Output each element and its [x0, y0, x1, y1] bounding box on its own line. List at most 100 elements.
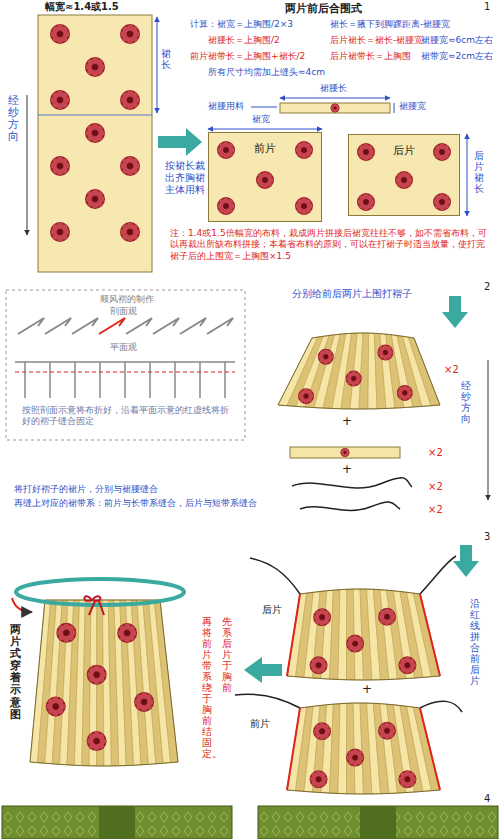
step-arrow	[453, 545, 479, 577]
pattern-mark	[260, 812, 268, 836]
pattern-mark	[52, 812, 60, 836]
flower-motif	[378, 722, 396, 740]
text-label: 裙腰长＝上胸围/2	[208, 35, 280, 46]
flower-motif	[397, 385, 413, 401]
flower-petal	[98, 734, 104, 740]
fold-section	[72, 318, 98, 334]
pattern-mark	[220, 812, 228, 836]
pleat-stripe	[413, 593, 440, 677]
flower-center	[301, 147, 306, 152]
flower-petal	[327, 351, 332, 356]
vertical-label: 裙长	[161, 48, 171, 70]
tie-strap	[420, 556, 456, 594]
flower-motif	[134, 692, 154, 712]
diagram-title: 两片前后合围式	[285, 2, 362, 16]
flower-center	[352, 755, 357, 760]
garment-preview	[2, 806, 232, 839]
text-label: 按照剖面示意将布折好，沿着平面示意的红虚线将折好的褶子缝合固定	[22, 405, 237, 428]
text-label: 裙腰宽	[399, 101, 426, 112]
pattern-mark	[284, 812, 292, 836]
waistband-piece	[280, 103, 390, 113]
flower-motif	[310, 656, 328, 674]
pattern-mark	[332, 812, 340, 836]
flower-petal	[409, 659, 414, 664]
pleat-stripe	[154, 600, 178, 763]
flower-center	[319, 615, 324, 620]
flower-petal	[443, 145, 448, 150]
flower-center	[57, 163, 63, 169]
flower-motif	[50, 24, 70, 44]
flower-center	[92, 196, 98, 202]
fold-line	[24, 362, 26, 398]
dashed-box	[6, 290, 245, 440]
flower-motif	[50, 90, 70, 110]
fold-line	[99, 362, 101, 398]
flower-motif	[217, 141, 235, 159]
pattern-mark	[404, 812, 412, 836]
skirt-outline	[287, 703, 440, 794]
flower-petal	[96, 60, 102, 66]
flower-motif	[117, 623, 137, 643]
text-label: 前片	[250, 718, 270, 731]
flower-motif	[50, 156, 70, 176]
text-label: 裙腰长	[320, 83, 347, 94]
flower-center	[141, 699, 147, 705]
pattern-mark	[184, 812, 192, 836]
text-label: +	[342, 414, 352, 429]
pattern-mark	[272, 812, 280, 836]
flower-center	[384, 728, 389, 733]
flower-petal	[356, 751, 361, 756]
flower-center	[384, 614, 389, 619]
fold-section	[99, 318, 125, 334]
skirt-outline	[287, 589, 440, 680]
pattern-mark	[488, 812, 496, 836]
fold-section	[45, 318, 71, 334]
pattern-mark	[76, 812, 84, 836]
text-label: ×2	[444, 364, 459, 377]
skirt-outline	[278, 333, 440, 409]
text-label: 裙带宽≈2cm左右	[421, 51, 493, 62]
text-label: 按裙长裁出齐胸裙主体用料	[165, 160, 207, 196]
pattern-mark	[28, 812, 36, 836]
flower-center	[57, 229, 63, 235]
flower-motif	[331, 104, 340, 113]
illustration-group	[2, 15, 498, 839]
dimension-line	[208, 129, 322, 130]
pattern-mark	[440, 812, 448, 836]
flower-center	[223, 147, 228, 152]
flower-petal	[443, 195, 448, 200]
fold-section	[153, 318, 179, 334]
flower-center	[94, 738, 100, 744]
text-label: 平面观	[110, 342, 137, 353]
dimension-line	[467, 134, 468, 216]
flower-petal	[131, 27, 137, 33]
step-arrow	[442, 296, 468, 328]
text-label: 后片裙长＝裙长-裙腰宽	[330, 35, 423, 46]
flower-motif	[398, 656, 416, 674]
flower-petal	[405, 173, 410, 178]
flower-petal	[305, 143, 310, 148]
fold-section	[18, 318, 44, 334]
garment-band	[99, 806, 135, 839]
panel-fill	[348, 134, 460, 216]
flower-petal	[68, 625, 74, 631]
pattern-mark	[16, 812, 24, 836]
fold-line	[149, 362, 151, 398]
flower-center	[92, 64, 98, 70]
flower-motif	[85, 189, 105, 209]
flower-petal	[388, 610, 393, 615]
flower-motif	[87, 665, 107, 685]
flower-center	[351, 376, 356, 381]
text-label: ×2	[428, 481, 443, 494]
leader-line	[251, 107, 277, 108]
pleat-stripe	[338, 589, 347, 679]
tie-strap	[250, 558, 300, 594]
text-label: 裙宽	[252, 114, 270, 125]
flower-petal	[61, 225, 67, 231]
flower-petal	[61, 159, 67, 165]
pattern-mark	[88, 812, 96, 836]
flower-petal	[61, 27, 67, 33]
flower-center	[316, 777, 321, 782]
flower-petal	[406, 387, 411, 392]
